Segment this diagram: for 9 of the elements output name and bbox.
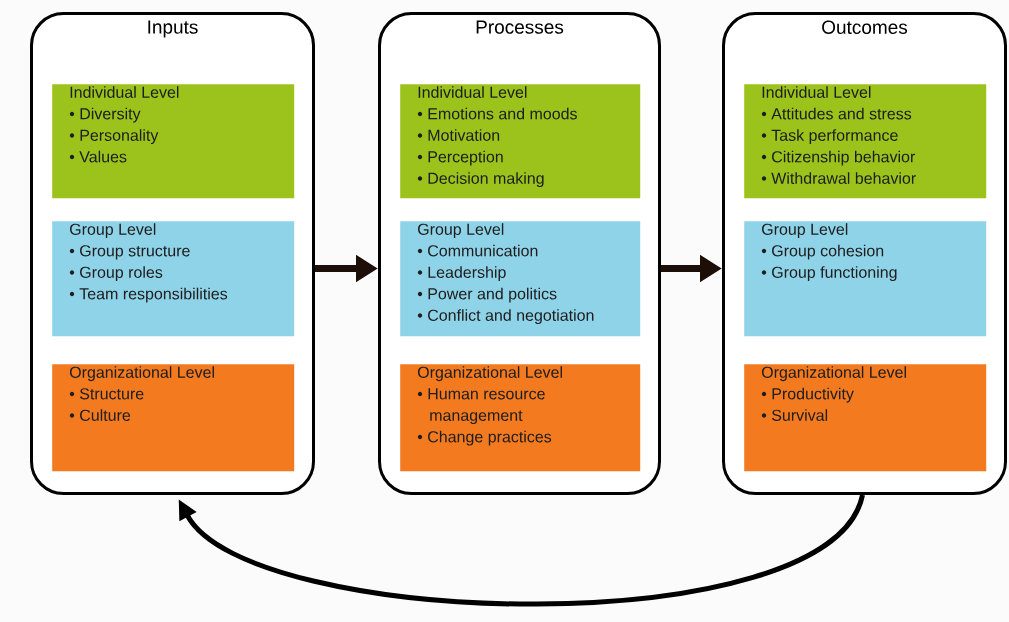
level-box: Individual Level • Attitudes and stress • Task performance • Citizenship behavior • Withdrawal behavior xyxy=(744,84,987,199)
level-box: Group Level • Communication • Leadership • Power and politics • Conflict and negotiation xyxy=(400,221,641,337)
level-box: Organizational Level • Human resource management • Change practices xyxy=(400,364,641,472)
level-box: Individual Level • Emotions and moods • Motivation • Perception • Decision making xyxy=(400,84,641,199)
level-box: Organizational Level • Productivity • Survival xyxy=(744,364,987,472)
level-box: Organizational Level • Structure • Culture xyxy=(52,364,295,472)
level-box: Individual Level • Diversity • Personality • Values xyxy=(52,84,295,199)
level-box: Group Level • Group cohesion • Group functioning xyxy=(744,221,987,337)
level-box: Group Level • Group structure • Group roles • Team responsibilities xyxy=(52,221,295,337)
